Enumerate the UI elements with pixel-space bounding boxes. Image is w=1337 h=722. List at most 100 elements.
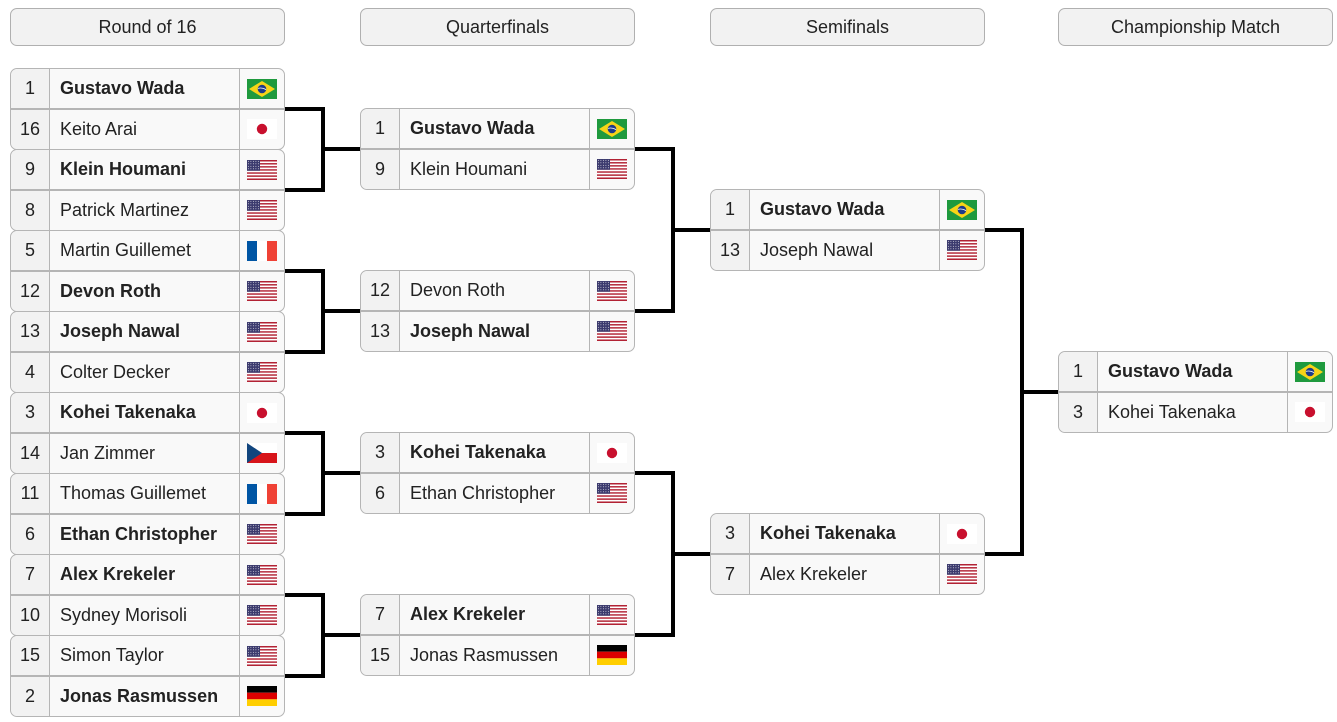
sf-match-1-bottom[interactable]: 13 Joseph Nawal	[710, 229, 985, 271]
player-name: Devon Roth	[410, 280, 506, 300]
flag-cell	[589, 311, 634, 351]
seed-number: 13	[711, 230, 750, 270]
player-name: Keito Arai	[60, 118, 138, 139]
r16-match-3-top[interactable]: 5 Martin Guillemet	[10, 230, 285, 271]
seed-number: 3	[711, 514, 750, 553]
france-flag-icon	[247, 483, 277, 504]
r16-to-qf-connector	[285, 187, 325, 192]
japan-flag-icon	[947, 523, 977, 544]
player-name: Joseph Nawal	[760, 239, 874, 260]
r16-to-qf-connector	[323, 146, 360, 151]
r16-to-qf-connector	[323, 308, 360, 313]
flag-cell	[239, 433, 284, 473]
usa-flag-icon	[247, 321, 277, 342]
qf-to-sf-connector	[673, 551, 710, 556]
seed-number: 12	[361, 271, 400, 310]
r16-to-qf-connector	[285, 673, 325, 678]
brazil-flag-icon	[597, 118, 627, 139]
usa-flag-icon	[247, 159, 277, 180]
flag-cell	[589, 595, 634, 634]
flag-cell	[589, 473, 634, 513]
r16-to-qf-connector	[285, 268, 325, 273]
qf-match-2-bottom[interactable]: 13 Joseph Nawal	[360, 310, 635, 352]
japan-flag-icon	[597, 442, 627, 463]
flag-cell	[239, 636, 284, 675]
seed-number: 13	[11, 312, 50, 351]
player-name: Alex Krekeler	[410, 604, 526, 624]
final-match-1-bottom[interactable]: 3 Kohei Takenaka	[1058, 391, 1333, 433]
japan-flag-icon	[247, 119, 277, 139]
sf-to-final-connector	[985, 551, 1024, 556]
seed-number: 6	[11, 514, 50, 554]
usa-flag-icon	[597, 159, 627, 179]
japan-flag-icon	[247, 402, 277, 423]
seed-number: 1	[361, 109, 400, 148]
player-name: Joseph Nawal	[410, 320, 531, 341]
player-name: Gustavo Wada	[60, 78, 185, 98]
seed-number: 11	[11, 474, 50, 513]
czech-republic-flag-icon	[247, 443, 277, 463]
flag-cell	[239, 352, 284, 392]
qf-match-2-top[interactable]: 12 Devon Roth	[360, 270, 635, 311]
seed-number: 13	[361, 311, 400, 351]
player-name: Jan Zimmer	[60, 442, 156, 463]
player-name: Jonas Rasmussen	[60, 685, 219, 706]
qf-match-1-top[interactable]: 1 Gustavo Wada	[360, 108, 635, 149]
r16-match-8-bottom[interactable]: 2 Jonas Rasmussen	[10, 675, 285, 717]
r16-to-qf-connector	[285, 349, 325, 354]
flag-cell	[239, 514, 284, 554]
player-name: Kohei Takenaka	[760, 523, 896, 543]
usa-flag-icon	[247, 564, 277, 585]
flag-cell	[239, 312, 284, 351]
player-name: Alex Krekeler	[60, 564, 176, 584]
player-name: Kohei Takenaka	[1108, 401, 1236, 422]
seed-number: 3	[1059, 392, 1098, 432]
usa-flag-icon	[247, 362, 277, 382]
flag-cell	[589, 433, 634, 472]
seed-number: 2	[11, 676, 50, 716]
player-name: Gustavo Wada	[410, 118, 535, 138]
flag-cell	[589, 635, 634, 675]
flag-cell	[1287, 352, 1332, 391]
usa-flag-icon	[947, 240, 977, 260]
sf-to-final-connector	[985, 227, 1024, 232]
player-name: Klein Houmani	[60, 159, 187, 179]
flag-cell	[589, 271, 634, 310]
usa-flag-icon	[247, 645, 277, 666]
flag-cell	[239, 190, 284, 230]
sf-match-2-top[interactable]: 3 Kohei Takenaka	[710, 513, 985, 554]
round-header-1: Round of 16	[10, 8, 285, 46]
seed-number: 5	[11, 231, 50, 270]
player-name: Gustavo Wada	[1108, 361, 1233, 381]
japan-flag-icon	[1295, 402, 1325, 422]
seed-number: 3	[361, 433, 400, 472]
qf-to-sf-connector	[635, 470, 675, 475]
player-name: Martin Guillemet	[60, 240, 192, 260]
r16-to-qf-connector	[285, 430, 325, 435]
qf-to-sf-connector	[635, 146, 675, 151]
player-name: Kohei Takenaka	[60, 402, 196, 422]
r16-match-2-top[interactable]: 9 Klein Houmani	[10, 149, 285, 190]
seed-number: 9	[11, 150, 50, 189]
